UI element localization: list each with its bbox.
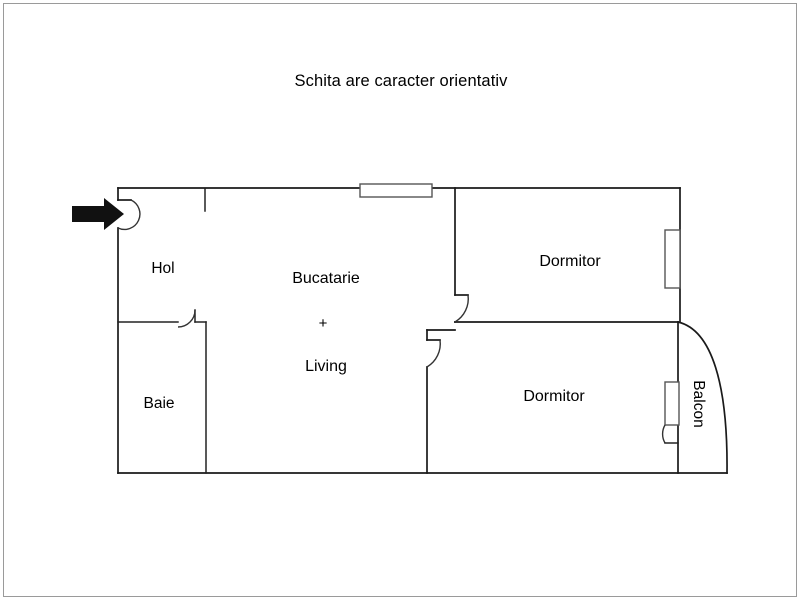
balcony-window <box>664 381 680 426</box>
balcony-door-swing <box>661 424 666 444</box>
room-label-hol: Hol <box>151 260 174 277</box>
dormitor-bottom-door-swing <box>426 339 441 368</box>
room-label-dormitor-bottom: Dormitor <box>523 388 585 405</box>
entrance-arrow <box>72 198 124 230</box>
page-title: Schita are caracter orientativ <box>294 72 508 90</box>
room-label-living: Living <box>305 358 347 375</box>
page-border-frame <box>3 3 797 597</box>
dormitor-top-door-swing <box>454 294 469 323</box>
top-window <box>359 183 433 198</box>
room-label-baie: Baie <box>143 395 174 412</box>
room-label-plus: + <box>319 315 328 332</box>
balcony-rail <box>676 320 728 474</box>
baie-door-swing <box>177 309 196 328</box>
right-window <box>664 229 681 289</box>
room-label-bucatarie: Bucatarie <box>292 270 360 287</box>
room-label-dormitor-top: Dormitor <box>539 253 601 270</box>
entrance-door-swing <box>117 199 141 231</box>
room-label-balcon: Balcon <box>690 380 707 427</box>
